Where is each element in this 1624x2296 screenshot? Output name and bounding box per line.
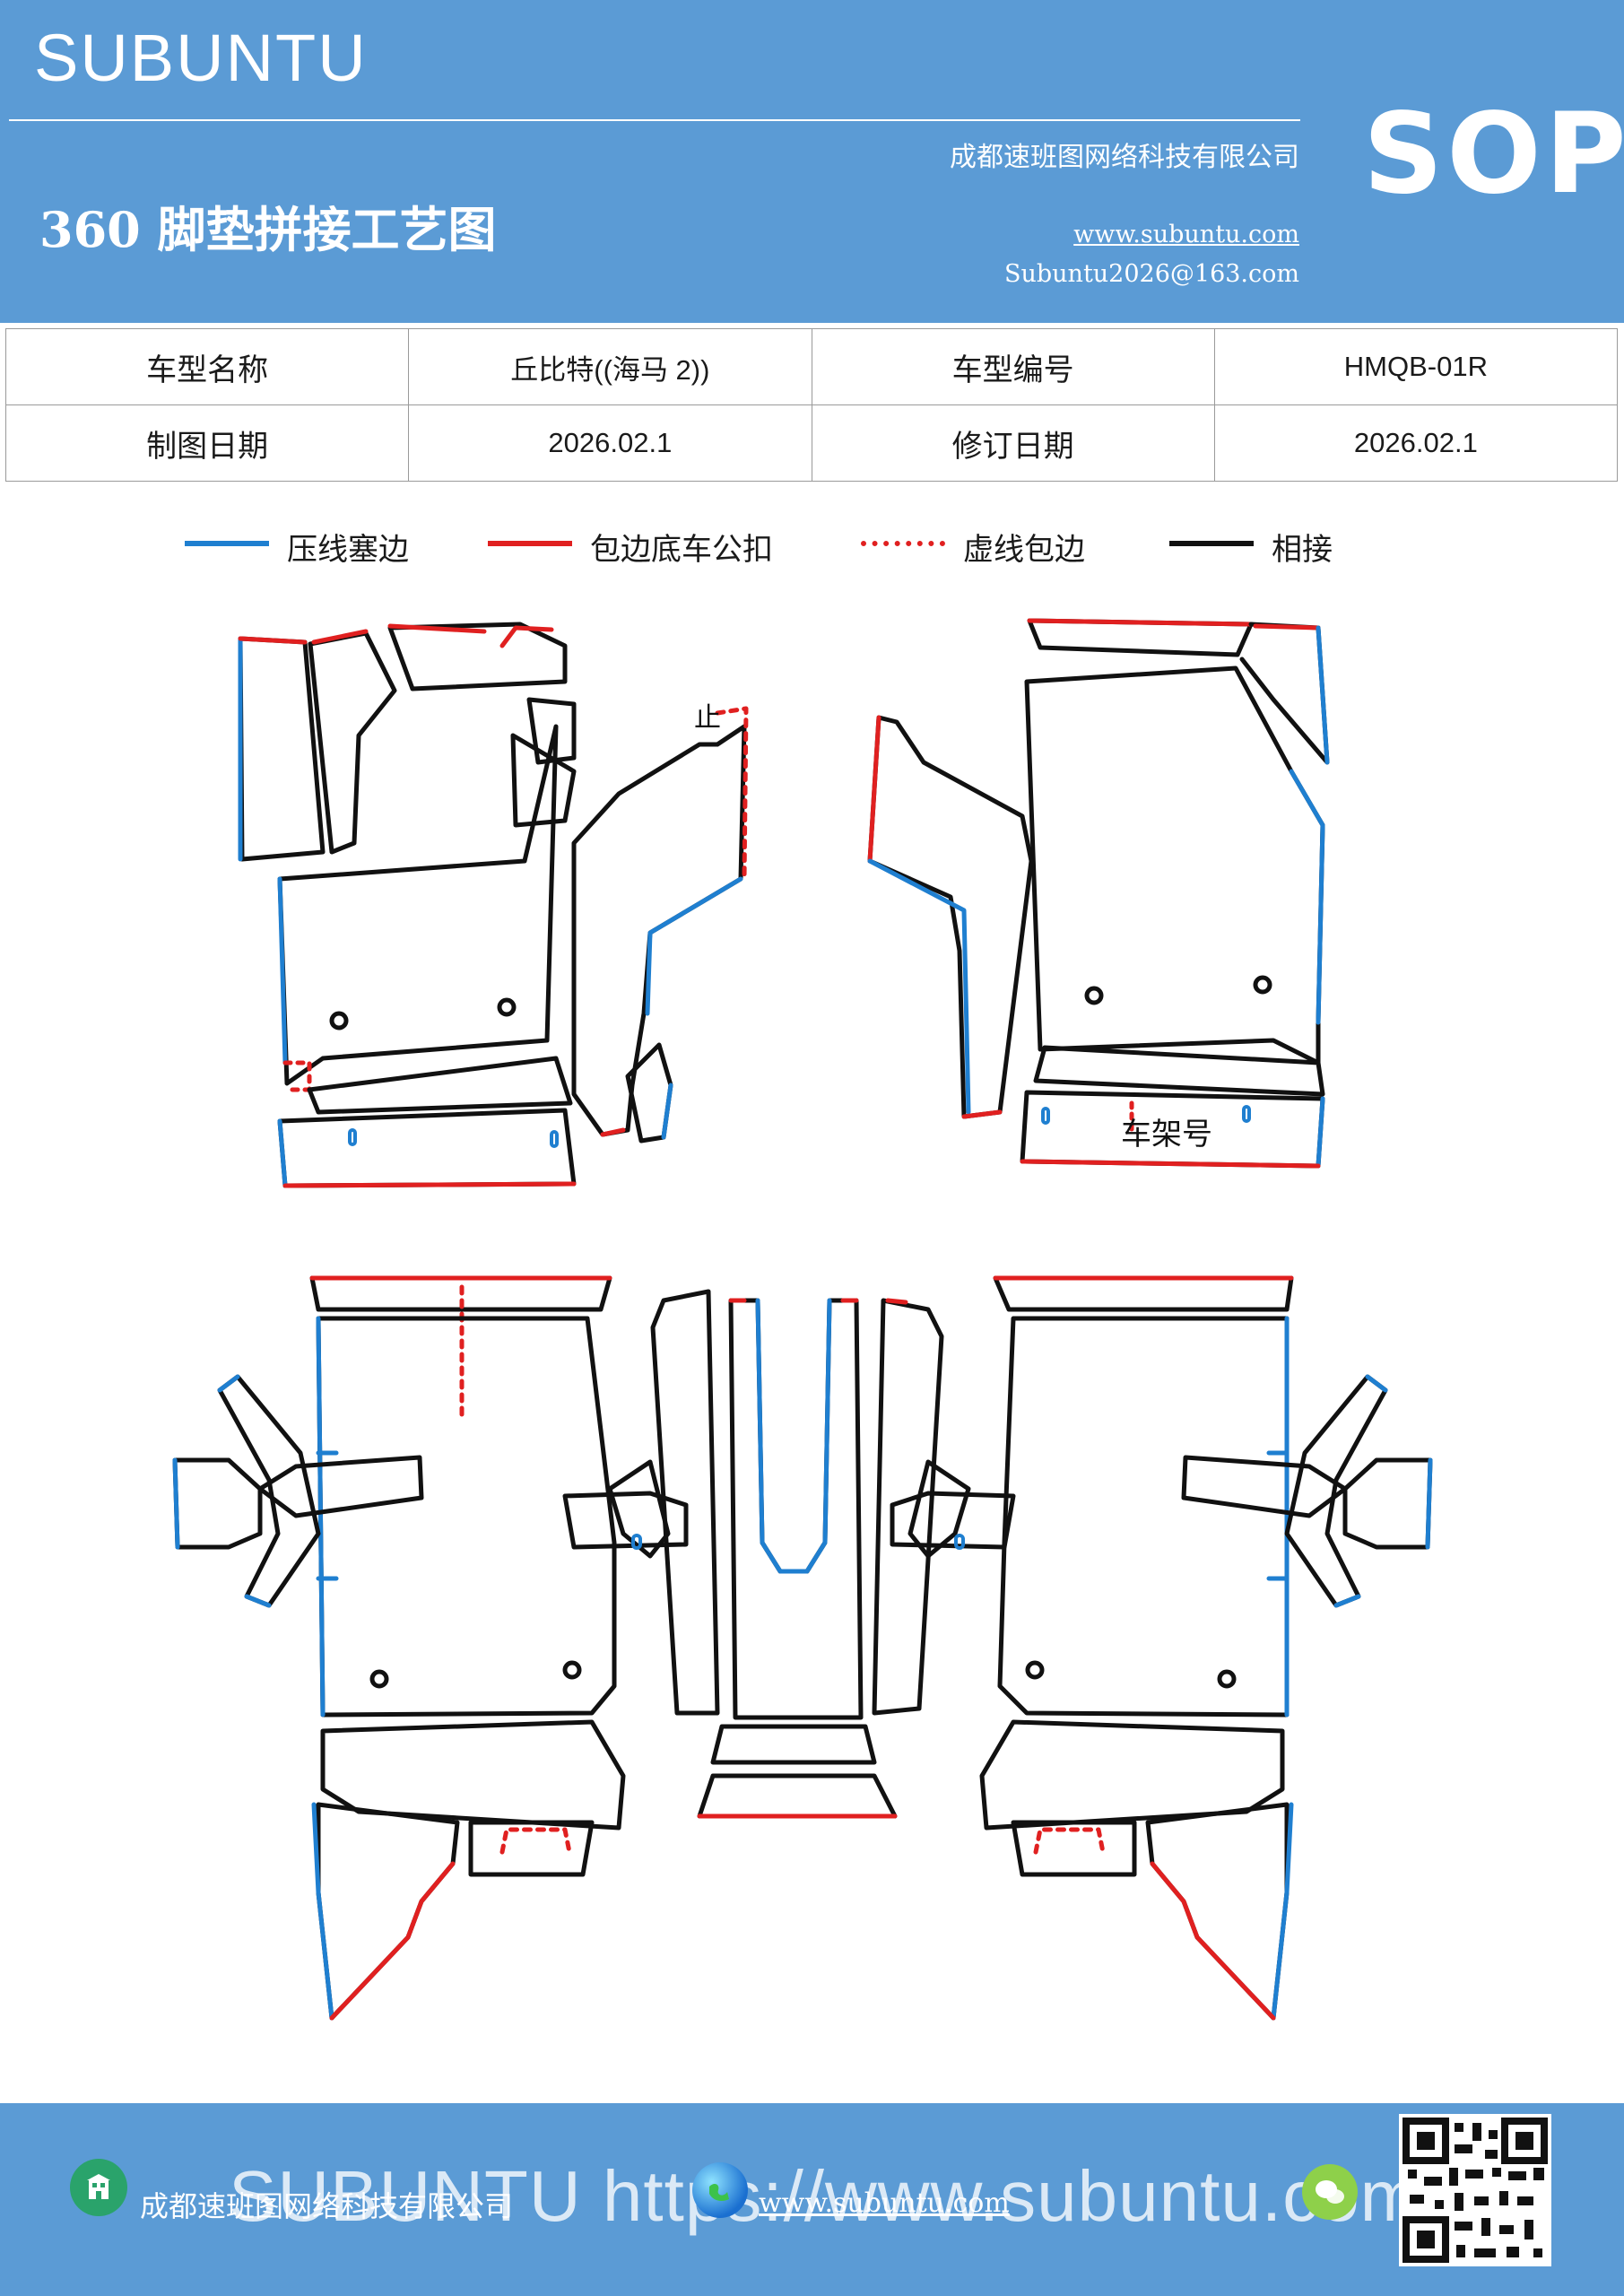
header-divider (9, 119, 1300, 121)
wechat-icon (1302, 2164, 1358, 2220)
document-title: 360 脚垫拼接工艺图 (39, 201, 497, 258)
revision-date-value: 2026.02.1 (1213, 404, 1619, 482)
brand-name: SUBUNTU (34, 21, 368, 95)
stop-mark-label: 止 (694, 702, 721, 734)
model-name-label: 车型名称 (4, 328, 410, 405)
qr-code (1399, 2114, 1551, 2266)
legend-swatch-red-dotted (861, 541, 945, 546)
legend-label: 虚线包边 (963, 532, 1085, 568)
company-name: 成都速班图网络科技有限公司 (950, 142, 1299, 173)
footer-watermark: SUBUNTU https://www.subuntu.com (229, 2156, 1421, 2236)
website-link[interactable]: www.subuntu.com (1073, 221, 1299, 248)
rear-right-mat (979, 1275, 1433, 2021)
sop-badge: SOP (1363, 90, 1624, 219)
front-right-side-piece (867, 715, 1034, 1119)
front-right-mat (1020, 618, 1330, 1169)
table-row: 车型名称 丘比特((海马 2)) 车型编号 HMQB-01R (4, 328, 1619, 405)
draw-date-value: 2026.02.1 (408, 404, 812, 482)
legend-label: 压线塞边 (287, 532, 409, 568)
table-row: 制图日期 2026.02.1 修订日期 2026.02.1 (4, 404, 1619, 482)
model-code-value: HMQB-01R (1213, 328, 1619, 405)
model-code-label: 车型编号 (811, 328, 1215, 405)
footer-banner: SUBUNTU https://www.subuntu.com 成都速班图网络科… (0, 2103, 1624, 2296)
frame-number-label: 车架号 (1121, 1117, 1212, 1152)
revision-date-label: 修订日期 (811, 404, 1215, 482)
footer-company-name: 成都速班图网络科技有限公司 (140, 2189, 514, 2223)
model-name-value: 丘比特((海马 2)) (408, 328, 812, 405)
footer-website-link[interactable]: www.subuntu.com (759, 2187, 1010, 2219)
floor-mat-pattern-drawing: 止 车架号 (172, 618, 1433, 2021)
email-address: Subuntu2026@163.com (1004, 260, 1299, 288)
legend-swatch-blue (185, 541, 269, 546)
legend-swatch-red (488, 541, 572, 546)
legend-swatch-black (1169, 541, 1254, 546)
building-icon (70, 2159, 127, 2216)
front-left-mat (238, 622, 577, 1188)
rear-center-tunnel (562, 1289, 1016, 1819)
legend-label: 相接 (1272, 532, 1333, 568)
legend-label: 包边底车公扣 (590, 532, 773, 568)
rear-left-mat (172, 1275, 626, 2021)
globe-icon (692, 2162, 748, 2218)
front-left-center-piece (571, 706, 749, 1144)
header-banner: SUBUNTU 成都速班图网络科技有限公司 360 脚垫拼接工艺图 www.su… (0, 0, 1624, 323)
vehicle-info-table: 车型名称 丘比特((海马 2)) 车型编号 HMQB-01R 制图日期 2026… (4, 328, 1619, 482)
draw-date-label: 制图日期 (4, 404, 410, 482)
